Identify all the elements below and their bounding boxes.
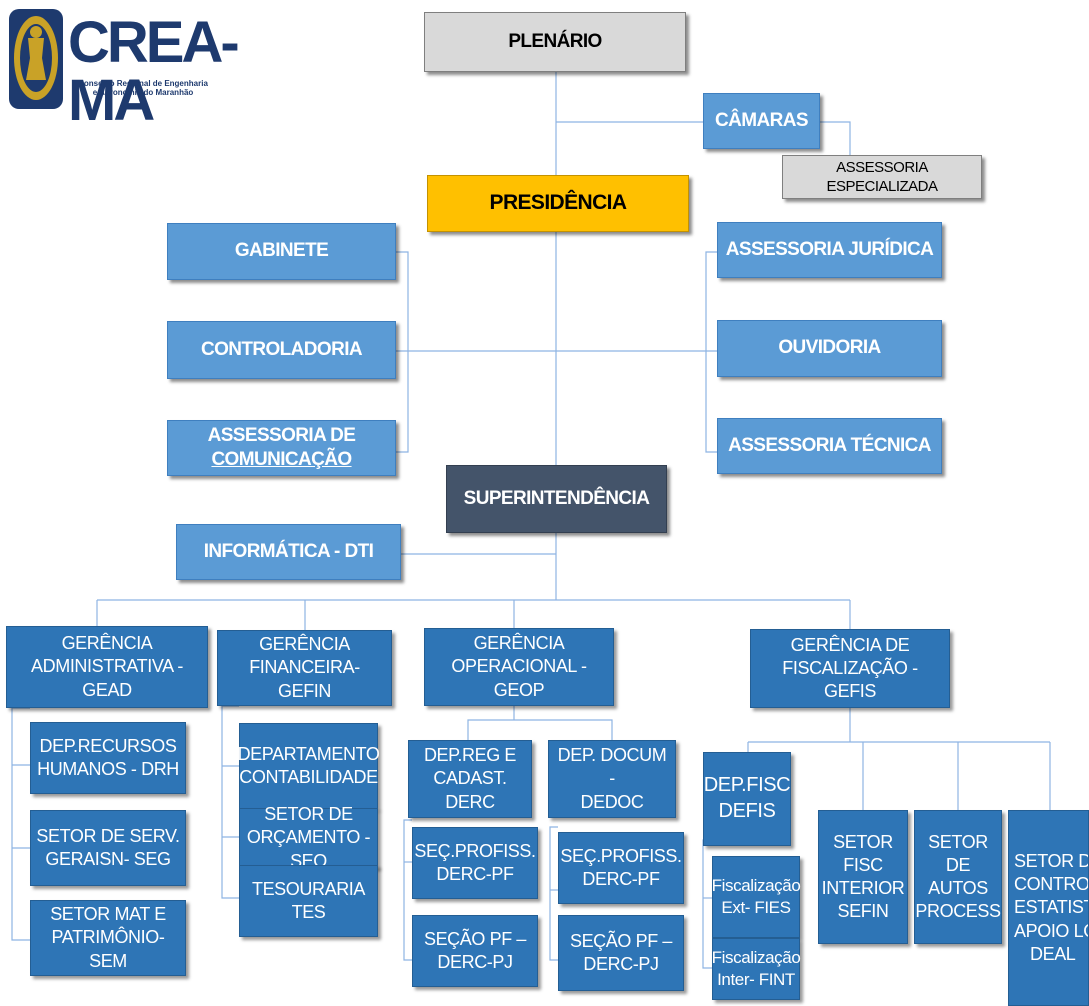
node-secpf-b: SEÇÃO PF –DERC-PJ: [558, 915, 684, 991]
node-secpf-a: SEÇÃO PF –DERC-PJ: [412, 915, 538, 987]
node-secprof-b: SEÇ.PROFISS.DERC-PF: [558, 832, 684, 904]
node-gabinete: GABINETE: [167, 223, 396, 280]
node-assessoria-juridica: ASSESSORIA JURÍDICA: [717, 222, 942, 278]
node-superintendencia: SUPERINTENDÊNCIA: [446, 465, 667, 533]
seal-icon: [9, 9, 63, 109]
node-camaras: CÂMARAS: [703, 93, 820, 149]
crea-ma-logo: CREA-MA Conselho Regional de Engenharia …: [6, 8, 246, 130]
node-plenario: PLENÁRIO: [424, 12, 686, 72]
node-controladoria: CONTROLADORIA: [167, 321, 396, 379]
node-presidencia: PRESIDÊNCIA: [427, 175, 689, 232]
node-dedoc: DEP. DOCUM -DEDOC: [548, 740, 676, 818]
node-informatica: INFORMÁTICA - DTI: [176, 524, 401, 580]
node-secprof-a: SEÇ.PROFISS.DERC-PF: [412, 827, 538, 899]
node-seg: SETOR DE SERV.GERAISN- SEG: [30, 810, 186, 886]
node-ouvidoria: OUVIDORIA: [717, 320, 942, 377]
logo-title: CREA-MA: [68, 10, 240, 133]
node-assessoria-especializada: ASSESSORIA ESPECIALIZADA: [782, 155, 982, 199]
node-assessoria-tecnica: ASSESSORIA TÉCNICA: [717, 418, 942, 474]
node-deal: SETOR DECONTROLEESTATIST EAPOIO LOCDEAL: [1008, 810, 1089, 1006]
background-artifact: [748, 548, 752, 566]
logo-subtitle: Conselho Regional de Engenharia e Agrono…: [78, 79, 208, 97]
